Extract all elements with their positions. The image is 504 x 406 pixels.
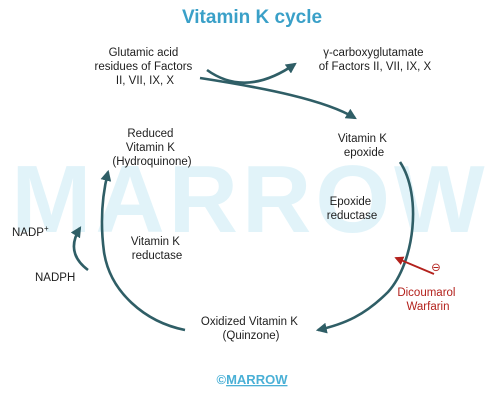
gamma-carboxyglutamate-label: γ-carboxyglutamate of Factors II, VII, I… <box>319 47 432 73</box>
watermark-text: MARROW <box>11 146 488 253</box>
nadph-label: NADPH <box>35 272 75 284</box>
vitamin-k-reductase-label: Vitamin K reductase <box>131 236 183 262</box>
glutamic-acid-label: Glutamic acid residues of Factors II, VI… <box>95 47 196 87</box>
arrow-to-epoxide <box>199 76 357 120</box>
inhibition-arrow <box>394 256 435 275</box>
oxidized-vitamin-k-label: Oxidized Vitamin K (Quinzone) <box>201 316 301 342</box>
arrow-epoxide-to-oxidized <box>315 161 415 334</box>
footer-brand: ©MARROW <box>217 372 289 387</box>
epoxide-reductase-label: Epoxide reductase <box>327 196 378 222</box>
reduced-vitamin-k-label: Reduced Vitamin K (Hydroquinone) <box>112 128 191 168</box>
nadp-label: NADP+ <box>12 224 49 239</box>
diagram-title: Vitamin K cycle <box>182 7 322 28</box>
minus-circle-icon: ⊖ <box>431 262 441 274</box>
carboxylation-arrow <box>206 62 297 84</box>
inhibitor-drugs-label: Dicoumarol Warfarin <box>397 287 458 313</box>
nadph-to-nadp-arrow <box>70 226 89 272</box>
arrow-oxidized-to-reduced <box>100 169 186 332</box>
vitamin-k-epoxide-label: Vitamin K epoxide <box>338 133 390 159</box>
